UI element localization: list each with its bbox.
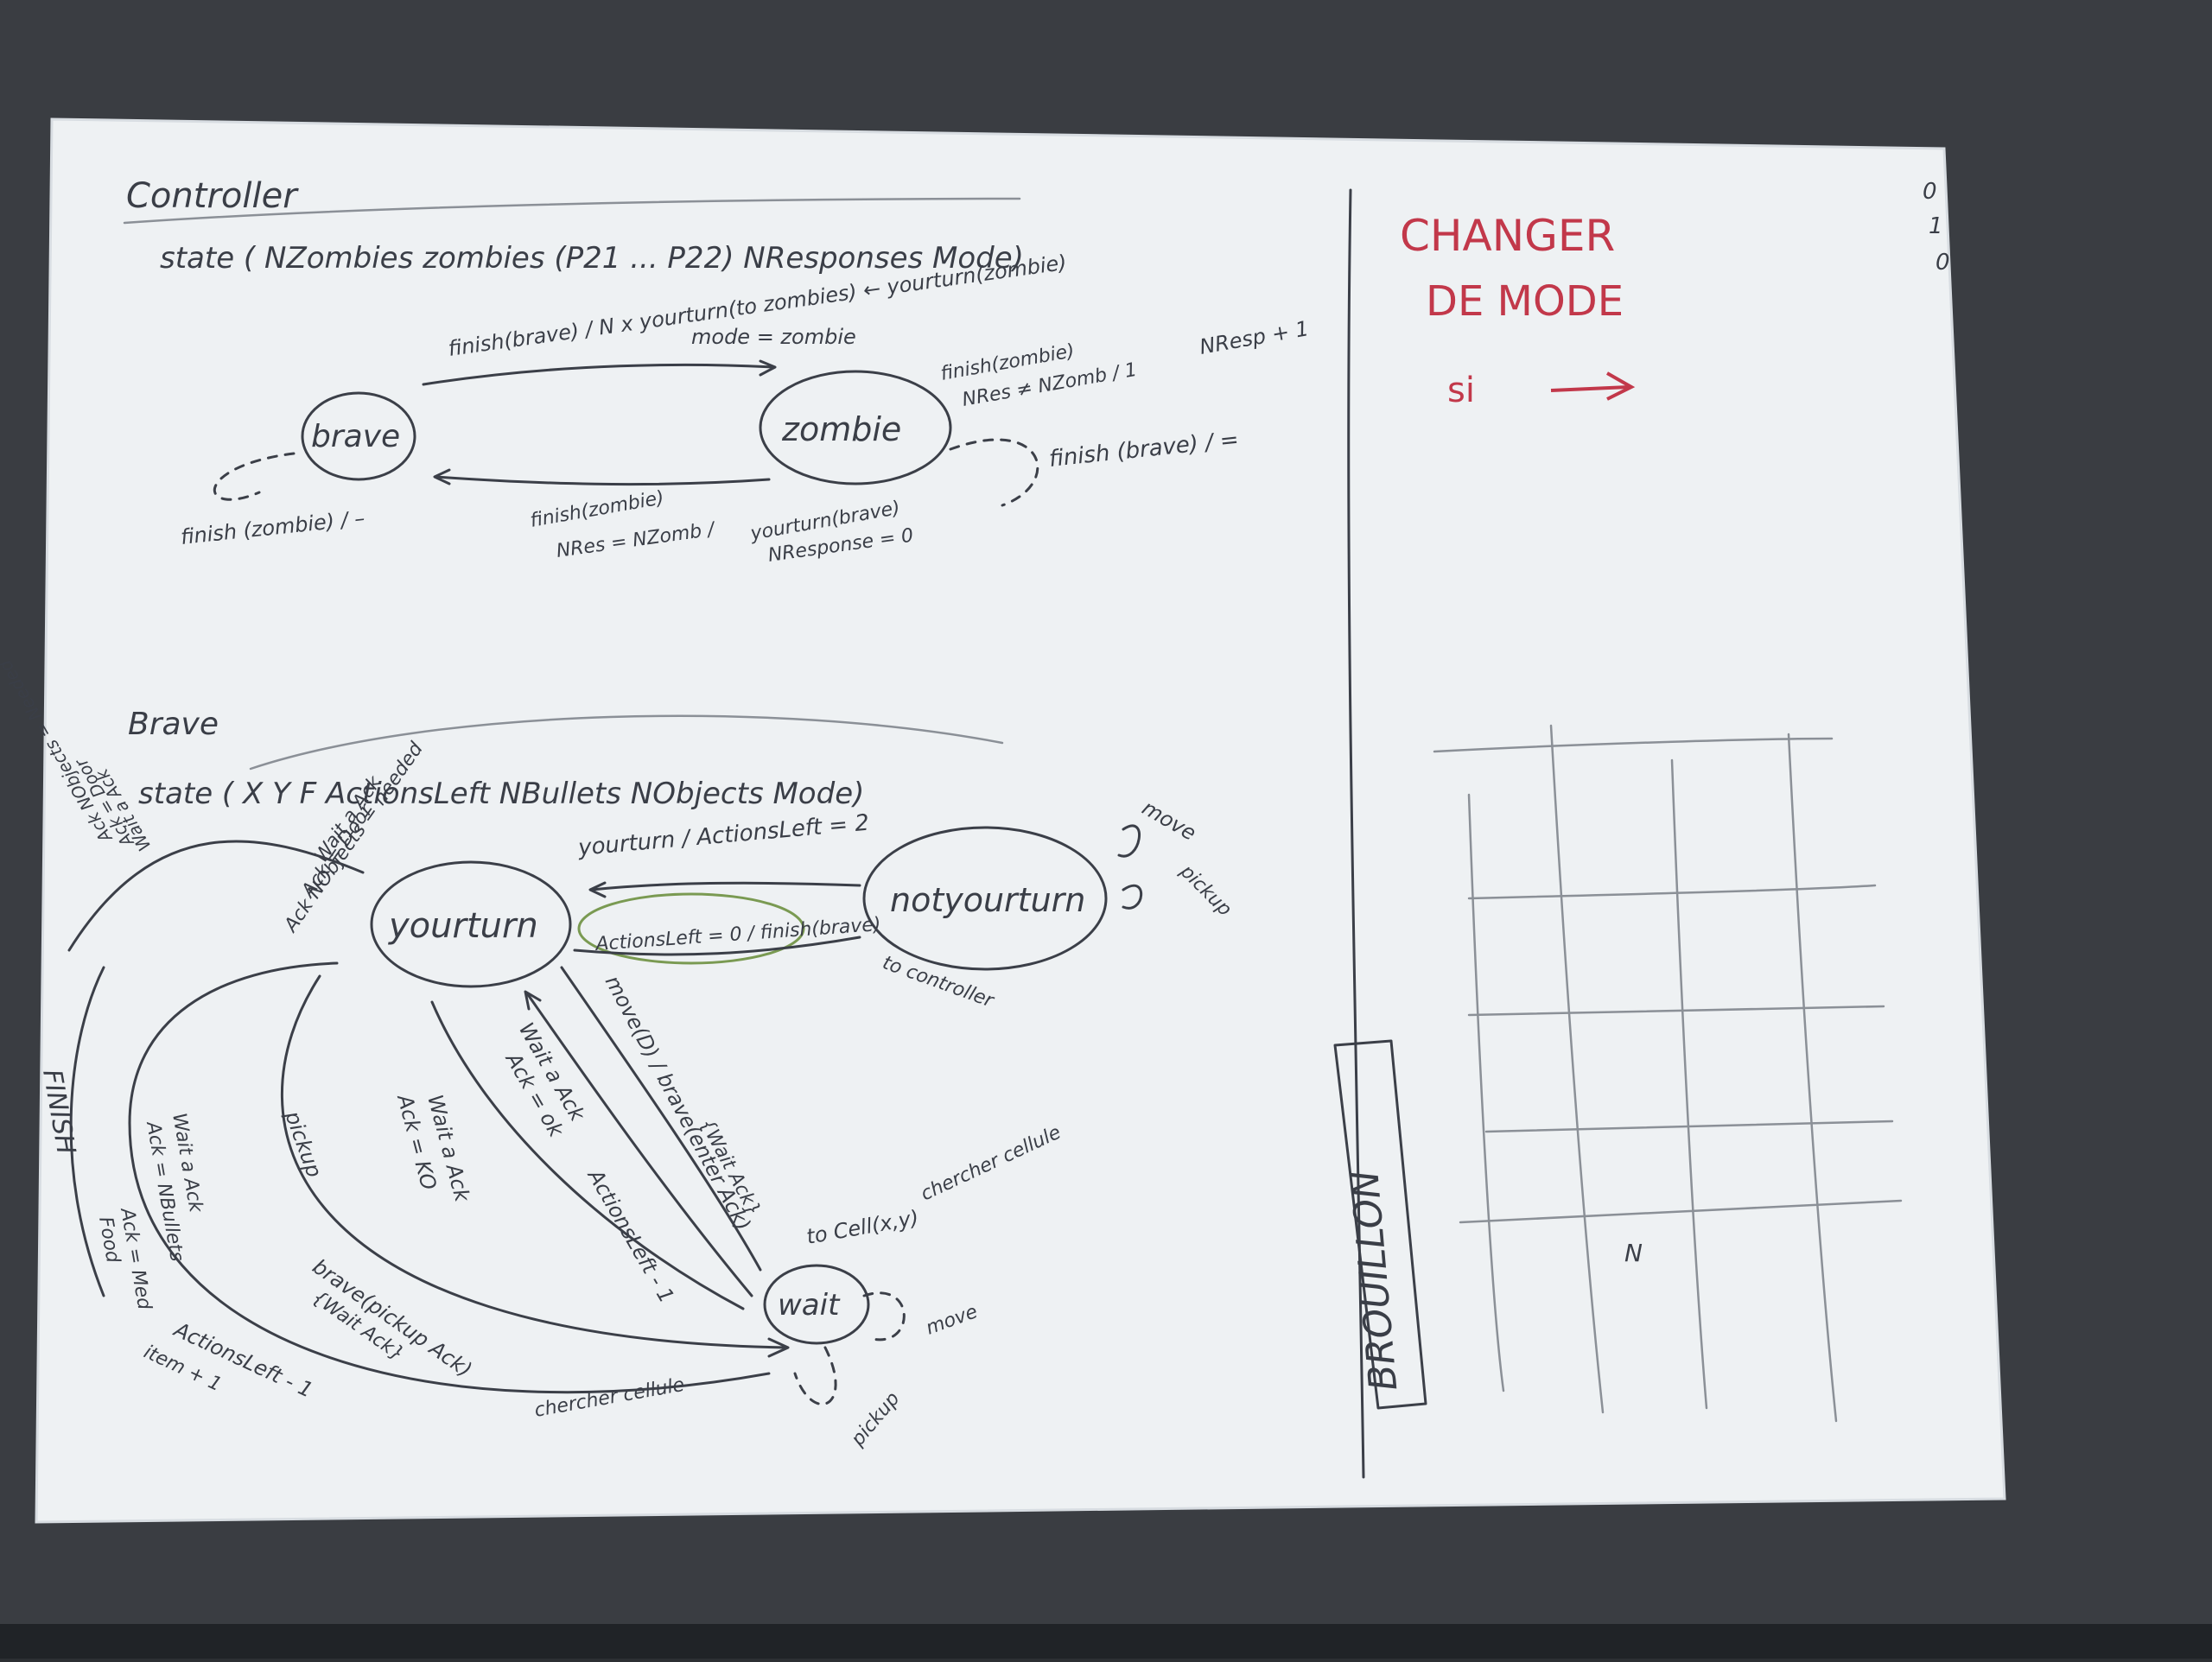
- grid-line-v1: [1467, 793, 1505, 1392]
- brave-arrowhead-1: [588, 881, 607, 898]
- brave-state-line: state ( X Y F ActionsLeft NBullets NObje…: [138, 777, 864, 811]
- brave-arrow-wait-to-your-ok: [525, 992, 753, 1297]
- grid-line-h5: [1459, 1199, 1903, 1224]
- controller-title-underline: [123, 197, 1021, 225]
- brave-arrow-not-to-your: [590, 881, 861, 891]
- controller-t2: mode = zombie: [691, 325, 856, 349]
- brave-wait-loop-pickup: [793, 1346, 837, 1405]
- controller-arrow-brave-to-zombie: [422, 363, 775, 386]
- brave-state-notyourturn-label: notyourturn: [890, 881, 1085, 919]
- controller-brave-selfloop: [213, 452, 296, 501]
- brave-arrow-your-to-wait: [560, 966, 762, 1272]
- controller-state-zombie: [759, 370, 952, 485]
- side-red-arrow: [1550, 385, 1630, 392]
- brave-state-wait-label: wait: [778, 1288, 841, 1323]
- page-divider: [1347, 188, 1365, 1479]
- brave-state-wait: [763, 1264, 870, 1345]
- side-headline-1: CHANGER: [1400, 211, 1615, 261]
- brave-arrow-wait-to-your-ko: [430, 1000, 745, 1310]
- grid-line-h2: [1467, 884, 1877, 900]
- controller-state-brave-label: brave: [311, 419, 400, 454]
- brave-green-highlight: [577, 892, 805, 965]
- desk-edge: [0, 1624, 2212, 1659]
- controller-arrowhead-2: [433, 468, 451, 485]
- brave-state-yourturn: [370, 860, 572, 988]
- controller-title: Controller: [126, 176, 299, 216]
- grid-line-v4: [1787, 733, 1838, 1423]
- draft-grid: [1433, 724, 1903, 1423]
- brave-arrowhead-2: [524, 990, 542, 1011]
- controller-zombie-selfloop: [949, 438, 1039, 507]
- side-red-arrowhead: [1606, 371, 1636, 401]
- paper-edge: [35, 117, 2006, 1524]
- controller-arrowhead-1: [759, 359, 777, 377]
- side-corner-mark-1: 0: [1923, 179, 1937, 205]
- brave-notyourturn-loop-pickup: [1122, 884, 1143, 910]
- brave-state-notyourturn: [862, 826, 1108, 971]
- side-corner-mark-3: 0: [1936, 250, 1950, 276]
- grid-line-v2: [1549, 724, 1605, 1414]
- brave-arc-line: [249, 714, 1004, 771]
- grid-letter: N: [1624, 1239, 1643, 1267]
- grid-line-v3: [1670, 758, 1708, 1410]
- brave-arrowhead-3: [767, 1337, 790, 1358]
- brave-arrow-pickup: [280, 974, 788, 1349]
- brave-finish-arrow: [67, 840, 365, 952]
- side-headline-2: DE MODE: [1426, 277, 1624, 326]
- brave-state-yourturn-label: yourturn: [388, 906, 538, 946]
- controller-arrow-zombie-to-brave: [435, 475, 771, 486]
- brave-title: Brave: [128, 707, 219, 742]
- brave-arrow-your-to-not: [573, 936, 861, 956]
- draft-stamp-box: [1333, 1039, 1427, 1410]
- grid-line-h3: [1467, 1005, 1885, 1017]
- brave-arrow-outer-return: [128, 961, 771, 1394]
- paper-sheet: [36, 119, 2005, 1522]
- controller-state-zombie-label: zombie: [781, 410, 901, 448]
- brave-wait-loop-move: [862, 1291, 906, 1342]
- brave-finish-path: [69, 966, 105, 1297]
- controller-state-line: state ( NZombies zombies (P21 ... P22) N…: [160, 241, 1024, 276]
- side-condition: si: [1447, 371, 1475, 410]
- brave-notyourturn-loop-move: [1117, 824, 1141, 858]
- grid-line-h4: [1484, 1120, 1894, 1133]
- controller-state-brave: [301, 391, 416, 481]
- side-corner-mark-2: 1: [1929, 213, 1943, 239]
- grid-line-h1: [1433, 737, 1834, 753]
